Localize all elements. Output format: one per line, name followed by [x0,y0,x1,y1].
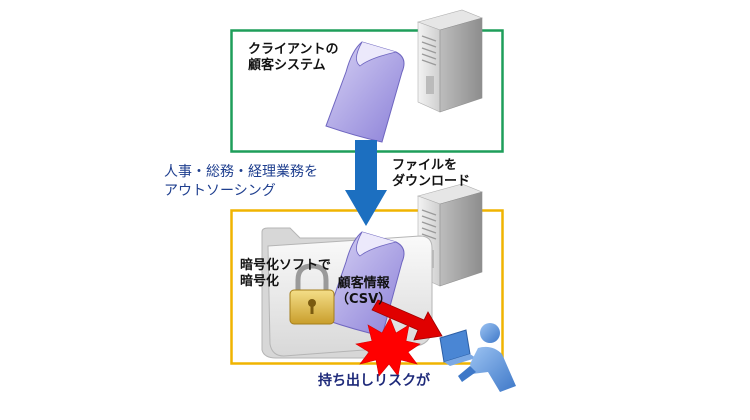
file-label-line2: （CSV） [336,292,392,308]
client-system-label-line1: クライアントの [248,42,339,57]
download-label-line2: ダウンロード [392,174,471,190]
client-system-label: クライアントの 顧客システム [248,42,338,75]
encrypt-label: 暗号化ソフトで 暗号化 [240,258,331,291]
outsourcing-label-line1: 人事・総務・経理業務を [164,164,318,180]
outsourcing-label: 人事・総務・経理業務を アウトソーシング [164,163,318,201]
client-system-label-line2: 顧客システム [248,58,326,74]
file-label: 顧客情報 （CSV） [336,276,391,309]
encrypt-label-line1: 暗号化ソフトで [240,258,332,273]
person-at-computer-icon [439,323,516,392]
file-label-line1: 顧客情報 [337,276,390,291]
encrypt-label-line2: 暗号化 [240,274,280,290]
explosion-icon [355,317,421,377]
risk-label: 持ち出しリスクが [318,373,430,389]
outsourcing-label-line2: アウトソーシング [164,182,276,199]
padlock-icon [289,263,335,325]
risk-arrow [371,299,443,341]
download-label: ファイルを ダウンロード [392,158,470,191]
download-arrow [345,140,387,226]
document-icon [325,41,405,143]
server-icon [417,9,483,113]
download-label-line1: ファイルを [392,158,458,173]
